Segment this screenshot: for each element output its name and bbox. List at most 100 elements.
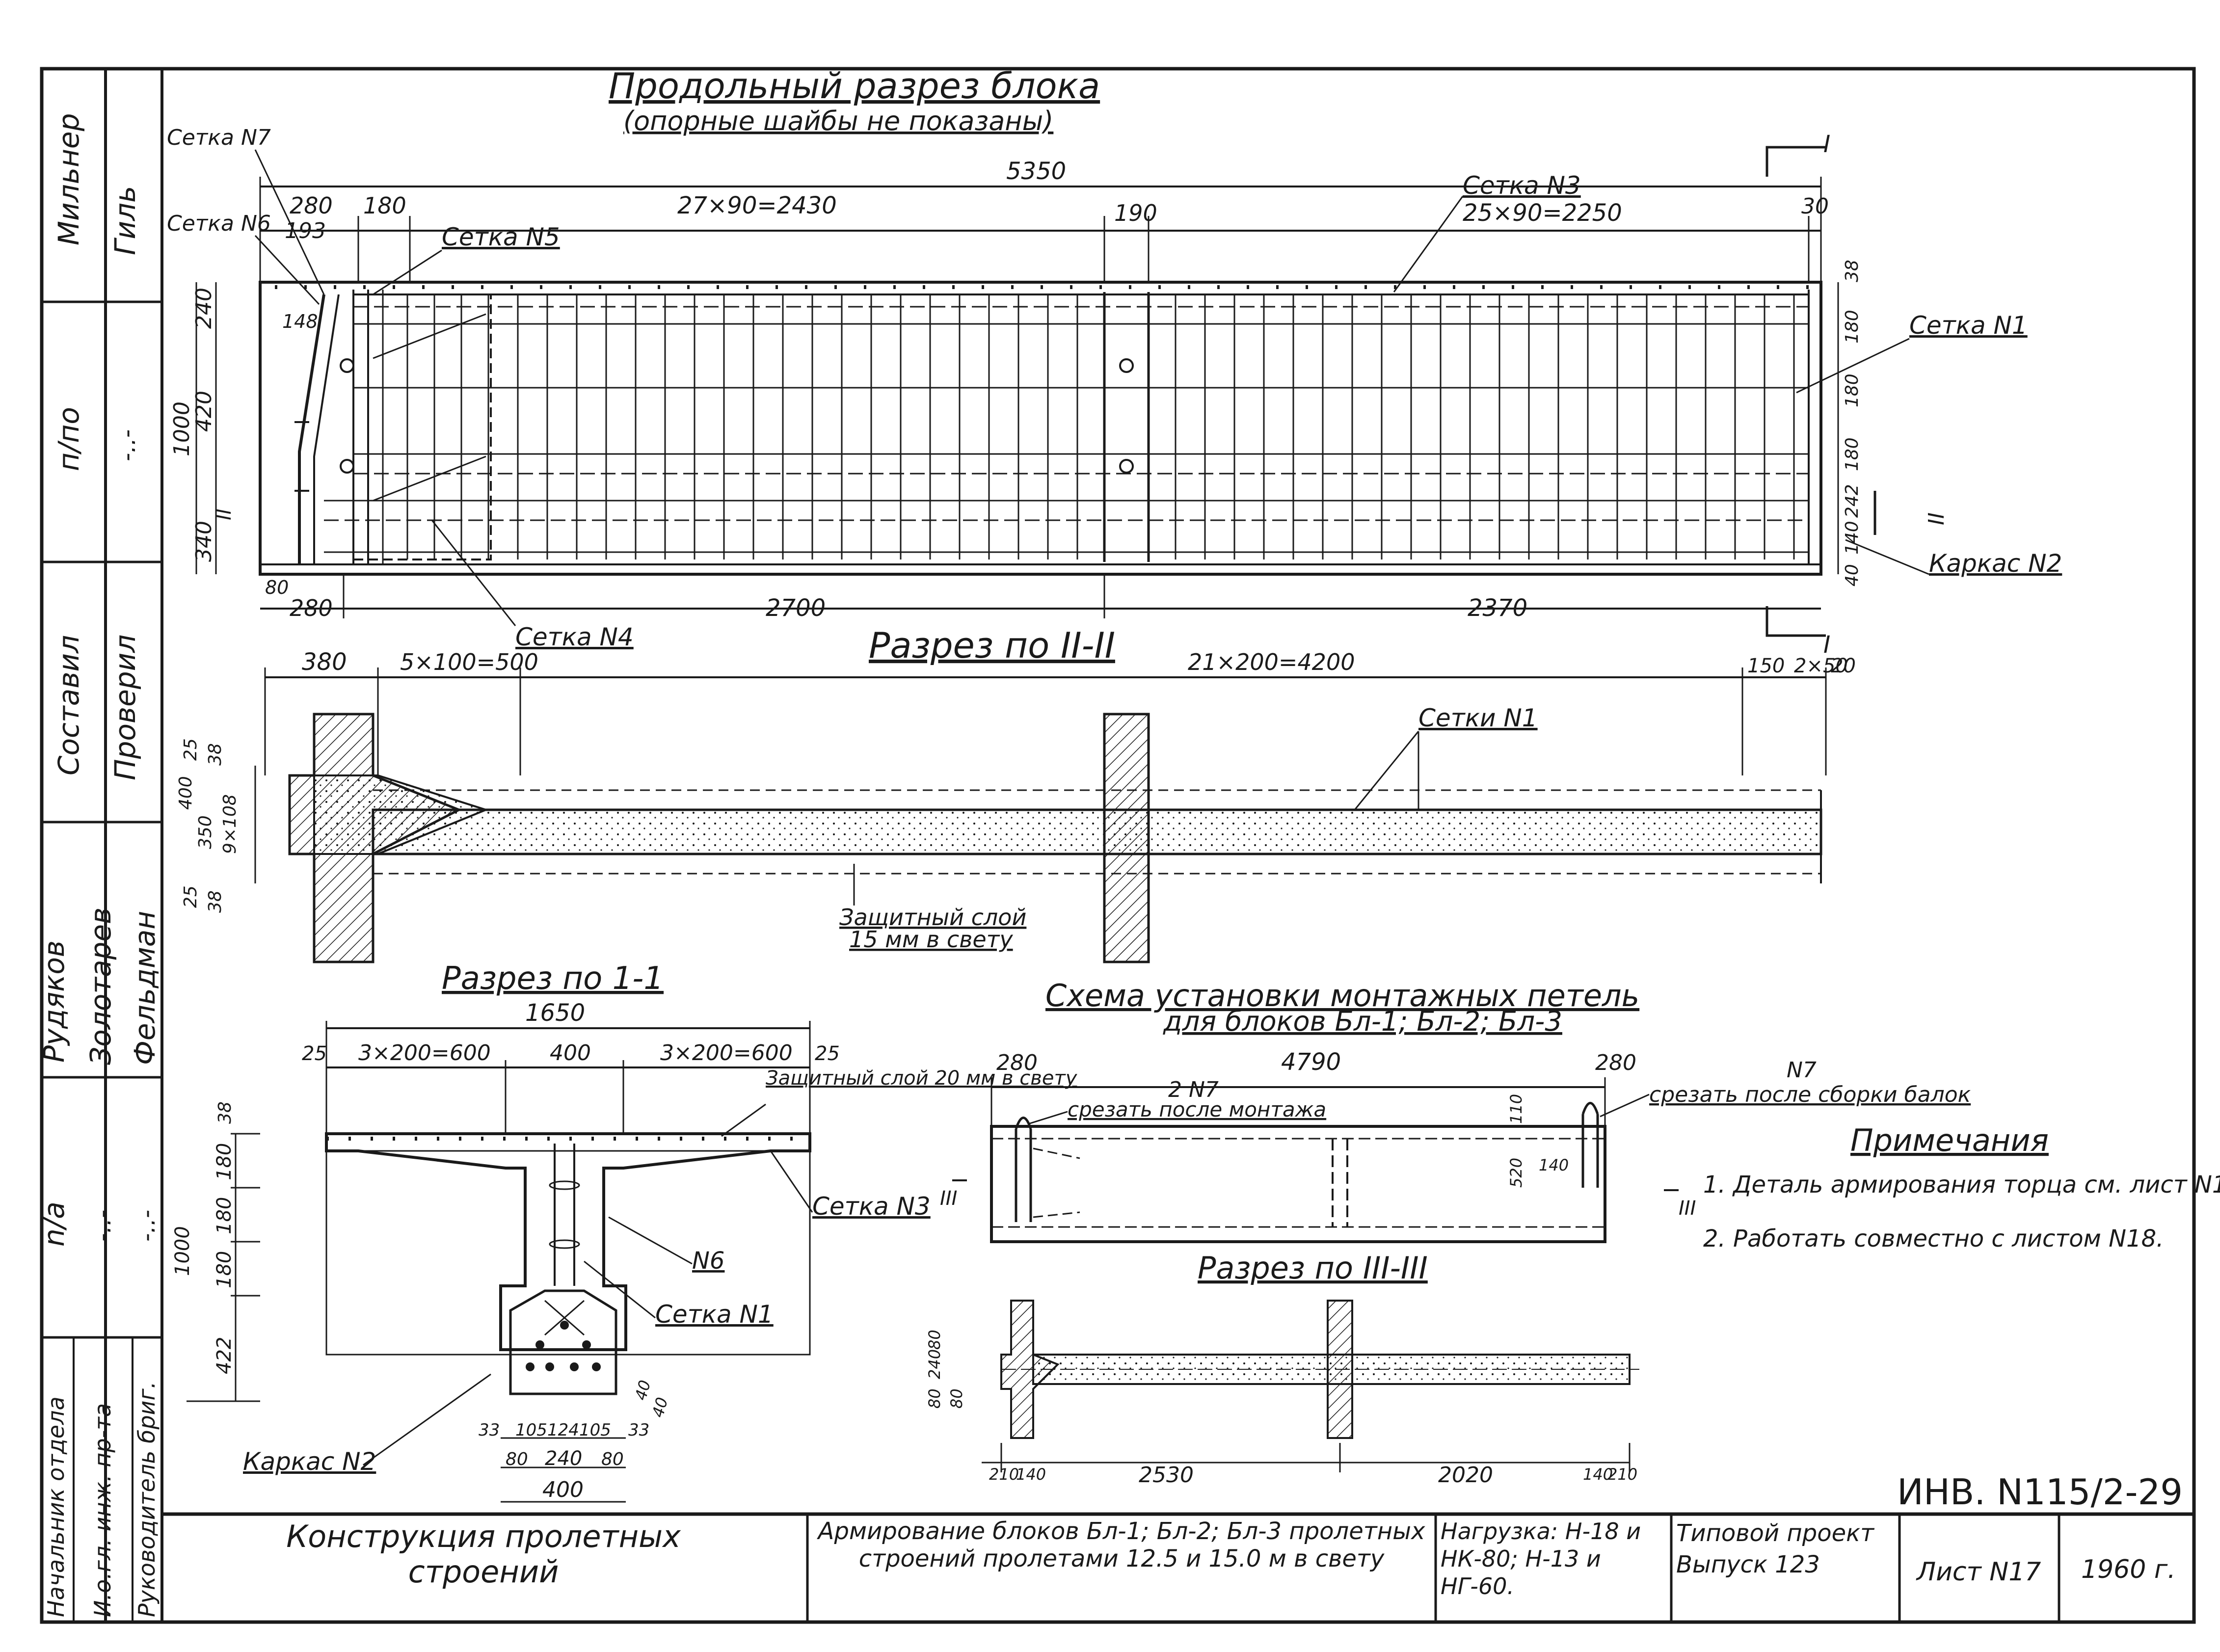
section-mark-III-right: III [1679, 1197, 1696, 1220]
dim-38-bottom: 38 [205, 890, 225, 913]
dim-25-right: 25 [815, 1042, 840, 1065]
dim-105-r: 105 [579, 1420, 611, 1440]
dim-38-top: 38 [205, 743, 225, 766]
dim-190: 190 [1114, 200, 1157, 226]
mounting-hole-left-upper [340, 358, 354, 373]
dim-140-s3-l: 140 [1016, 1465, 1046, 1484]
dim-25-top: 25 [181, 738, 201, 761]
dim-193: 193 [285, 218, 326, 243]
rebar-grid-verticals [352, 290, 1810, 564]
stamp-feldman: Фельдман [128, 911, 161, 1065]
dim-30: 30 [1801, 194, 1829, 219]
side-stamp: Мильнер Гиль п/по -..- Составил Проверил… [37, 113, 161, 1617]
dim-40-a: 40 [631, 1378, 654, 1402]
beam-web-middle [1103, 713, 1150, 963]
longitudinal-section: Продольный разрез блока (опорные шайбы н… [167, 65, 2062, 659]
label-protective-layer-value: 15 мм в свету [849, 926, 1013, 953]
dim-180-s1-3: 180 [213, 1251, 236, 1288]
dim-25x90: 25×90=2250 [1463, 199, 1622, 227]
dim-180-r3: 180 [1842, 437, 1862, 471]
section-mark-III-left: III [940, 1187, 957, 1210]
dim-25-bottom: 25 [181, 885, 201, 908]
label-setki-1: Сетки N1 [1418, 704, 1538, 732]
section-mark-I-top: I [1823, 131, 1830, 158]
dim-180-r2: 180 [1842, 373, 1862, 407]
stamp-ditto-3: -..- [133, 1210, 160, 1242]
dim-80-r: 80 [601, 1449, 624, 1469]
stamp-role-chief: И.о.гл. инж. пр-та [89, 1403, 116, 1617]
dim-240: 240 [191, 288, 216, 329]
dim-420: 420 [191, 391, 216, 432]
dim-38-right: 38 [1842, 260, 1862, 282]
stamp-zolotarev: Золотарев [84, 907, 117, 1065]
section-1-view: Разрез по 1-1 1650 25 3×200=600 400 3×20… [171, 960, 1078, 1503]
dim-400-s1: 400 [542, 1477, 584, 1502]
dim-2x50: 2×50 [1794, 655, 1848, 677]
dim-2020: 2020 [1438, 1463, 1493, 1488]
dim-5x100: 5×100=500 [400, 649, 538, 675]
sheet-frame [40, 67, 2196, 1624]
dim-150: 150 [1747, 655, 1785, 677]
mounting-hole-left-lower [340, 459, 354, 474]
loops-beam-outline [990, 1125, 1606, 1243]
label-protective-layer: Защитный слой [839, 904, 1026, 931]
loops-scheme: Схема установки монтажных петель для бло… [940, 978, 1971, 1243]
dim-1000: 1000 [169, 401, 194, 456]
dim-80-l: 80 [506, 1449, 528, 1469]
karkas-2-cage [509, 1289, 617, 1395]
dim-3x200-left: 3×200=600 [358, 1040, 491, 1066]
dim-210-s3-l: 210 [989, 1465, 1019, 1484]
dim-2700: 2700 [766, 594, 826, 622]
title-block-project: Типовой проект Выпуск 123 [1676, 1519, 1874, 1578]
dim-180-r1: 180 [1842, 310, 1862, 344]
loop-left [1015, 1117, 1032, 1222]
section-mark-II-right: II [1924, 512, 1949, 525]
dim-2530: 2530 [1139, 1463, 1194, 1488]
dim-140-right: 140 [1842, 521, 1862, 555]
label-setka-3: Сетка N3 [1463, 171, 1581, 200]
label-setka-3-s1: Сетка N3 [812, 1192, 931, 1221]
dim-180-s1-1: 180 [213, 1143, 236, 1180]
dim-240-s3: 240 [925, 1349, 944, 1379]
dim-5350: 5350 [1006, 158, 1066, 185]
label-setka-7: Сетка N7 [167, 125, 271, 150]
beam-flange [372, 808, 1822, 855]
dim-105-l: 105 [515, 1420, 547, 1440]
title-block-sheet: Лист N17 [1916, 1557, 2041, 1587]
mounting-hole-mid-lower [1119, 459, 1134, 474]
dim-1000-s1: 1000 [171, 1226, 194, 1276]
dim-2370: 2370 [1468, 594, 1527, 622]
label-cut-after-mount: срезать после монтажа [1068, 1097, 1326, 1121]
label-setka-5: Сетка N5 [442, 223, 560, 251]
stamp-proveril: Проверил [108, 635, 142, 780]
note-2: 2. Работать совместно с листом N18. [1703, 1225, 2164, 1252]
title-block-description: Армирование блоков Бл-1; Бл-2; Бл-3 прол… [818, 1518, 1425, 1572]
dim-4790: 4790 [1281, 1048, 1341, 1076]
label-2n7: 2 N7 [1168, 1077, 1219, 1102]
label-karkas-2-s1: Каркас N2 [243, 1447, 376, 1476]
label-karkas-2: Каркас N2 [1929, 549, 2062, 578]
dim-240-s1: 240 [545, 1447, 582, 1470]
dim-380: 380 [302, 648, 347, 676]
section-mark-II-left: II [213, 508, 236, 520]
stamp-pnpo: п/по [52, 407, 85, 471]
stamp-role-head: Начальник отдела [43, 1396, 69, 1617]
dim-25-left: 25 [302, 1042, 327, 1065]
loops-title: Схема установки монтажных петель [1045, 978, 1639, 1013]
stamp-ditto-2: -..- [89, 1210, 116, 1242]
dim-242: 242 [1842, 484, 1862, 518]
section-2-view: Разрез по II-II 380 5×100=500 21×200=420… [176, 625, 1856, 963]
dim-400: 400 [176, 776, 196, 810]
section-3-view: Разрез по III-III 80 240 80 80 210 140 2… [925, 1250, 1639, 1488]
dim-180-s1-2: 180 [213, 1197, 236, 1234]
dim-140-s3-r: 140 [1583, 1465, 1613, 1484]
stamp-ditto-1: -..- [113, 429, 141, 461]
dim-148: 148 [282, 311, 318, 332]
dim-140-loop: 140 [1539, 1156, 1569, 1174]
section-2-title: Разрез по II-II [869, 625, 1115, 666]
section-mark-I-bottom: I [1823, 631, 1830, 659]
dim-20: 20 [1831, 655, 1856, 677]
inventory-number: ИНВ. N115/2-29 [1897, 1471, 2183, 1513]
loop-right [1581, 1102, 1599, 1188]
